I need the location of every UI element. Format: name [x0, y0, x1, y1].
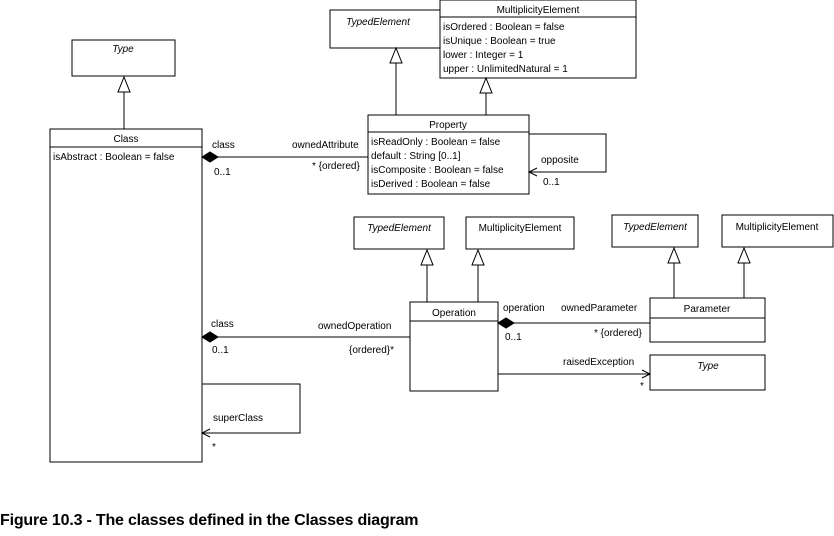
property-attr-is-read-only: isReadOnly : Boolean = false [371, 137, 501, 148]
property-attr-is-composite: isComposite : Boolean = false [371, 165, 504, 176]
class-type-bottom: Type [649, 354, 766, 391]
class-diagram: Type TypedElement MultiplicityElement is… [49, 0, 834, 463]
generalization-class-to-type [117, 75, 131, 129]
mult-elem-attr-upper: upper : UnlimitedNatural = 1 [443, 64, 568, 75]
class-multiplicity-element-2: MultiplicityElement [465, 216, 575, 250]
owned-attribute-target-mult: * {ordered} [312, 161, 360, 172]
class-class-name: Class [113, 134, 138, 145]
class-multiplicity-element-3: MultiplicityElement [721, 214, 834, 248]
association-owned-operation: class 0..1 ownedOperation {ordered}* [201, 319, 410, 356]
class-operation-name: Operation [432, 308, 476, 319]
mult-elem-attr-lower: lower : Integer = 1 [443, 50, 524, 61]
figure-caption: Figure 10.3 - The classes defined in the… [0, 512, 419, 529]
owned-operation-source-role: class [211, 319, 234, 330]
owned-parameter-source-mult: 0..1 [505, 332, 522, 343]
owned-parameter-target-role: ownedParameter [561, 303, 638, 314]
owned-operation-target-role: ownedOperation [318, 321, 391, 332]
class-typed-element-1-name: TypedElement [346, 17, 411, 28]
generalization-property-to-typed-element [389, 46, 403, 115]
property-attr-default: default : String [0..1] [371, 151, 461, 162]
class-typed-element-2-name: TypedElement [367, 223, 432, 234]
class-operation: Operation [409, 301, 499, 392]
class-multiplicity-element-1: MultiplicityElement isOrdered : Boolean … [439, 0, 637, 79]
raised-exception-role: raisedException [563, 357, 634, 368]
class-parameter: Parameter [649, 297, 766, 343]
class-type-bottom-name: Type [697, 361, 719, 372]
owned-parameter-source-role: operation [503, 303, 545, 314]
class-type-top-name: Type [112, 44, 134, 55]
association-opposite: opposite 0..1 [527, 133, 607, 188]
association-owned-attribute: class 0..1 ownedAttribute * {ordered} [201, 140, 368, 178]
owned-operation-target-mult: {ordered}* [349, 345, 394, 356]
owned-attribute-target-role: ownedAttribute [292, 140, 359, 151]
generalization-operation-to-multiplicity-element [471, 248, 485, 302]
class-class: Class isAbstract : Boolean = false [49, 128, 203, 463]
class-multiplicity-element-1-name: MultiplicityElement [497, 5, 580, 16]
owned-operation-source-mult: 0..1 [212, 345, 229, 356]
association-raised-exception: raisedException * [498, 357, 652, 392]
class-typed-element-2: TypedElement [353, 216, 445, 250]
owned-attribute-source-role: class [212, 140, 235, 151]
generalization-parameter-to-typed-element [667, 246, 681, 298]
association-owned-parameter: operation 0..1 ownedParameter * {ordered… [497, 303, 650, 343]
generalization-parameter-to-multiplicity-element [737, 246, 751, 298]
class-parameter-name: Parameter [684, 304, 731, 315]
class-property-name: Property [429, 120, 467, 131]
mult-elem-attr-is-ordered: isOrdered : Boolean = false [443, 22, 565, 33]
owned-attribute-source-mult: 0..1 [214, 167, 231, 178]
generalization-operation-to-typed-element [420, 248, 434, 302]
class-property: Property isReadOnly : Boolean = false de… [367, 114, 530, 195]
class-attr-is-abstract: isAbstract : Boolean = false [53, 152, 175, 163]
property-attr-is-derived: isDerived : Boolean = false [371, 179, 491, 190]
class-multiplicity-element-3-name: MultiplicityElement [736, 222, 819, 233]
association-super-class: superClass * [200, 383, 301, 453]
opposite-role: opposite [541, 155, 579, 166]
opposite-mult: 0..1 [543, 177, 560, 188]
class-multiplicity-element-2-name: MultiplicityElement [479, 223, 562, 234]
mult-elem-attr-is-unique: isUnique : Boolean = true [443, 36, 556, 47]
raised-exception-mult: * [640, 381, 644, 392]
class-type-top: Type [71, 39, 176, 77]
super-class-mult: * [212, 442, 216, 453]
class-typed-element-3-name: TypedElement [623, 222, 688, 233]
generalization-property-to-multiplicity-element [479, 76, 493, 115]
class-typed-element-3: TypedElement [611, 214, 699, 248]
super-class-role: superClass [213, 413, 263, 424]
owned-parameter-target-mult: * {ordered} [594, 328, 642, 339]
